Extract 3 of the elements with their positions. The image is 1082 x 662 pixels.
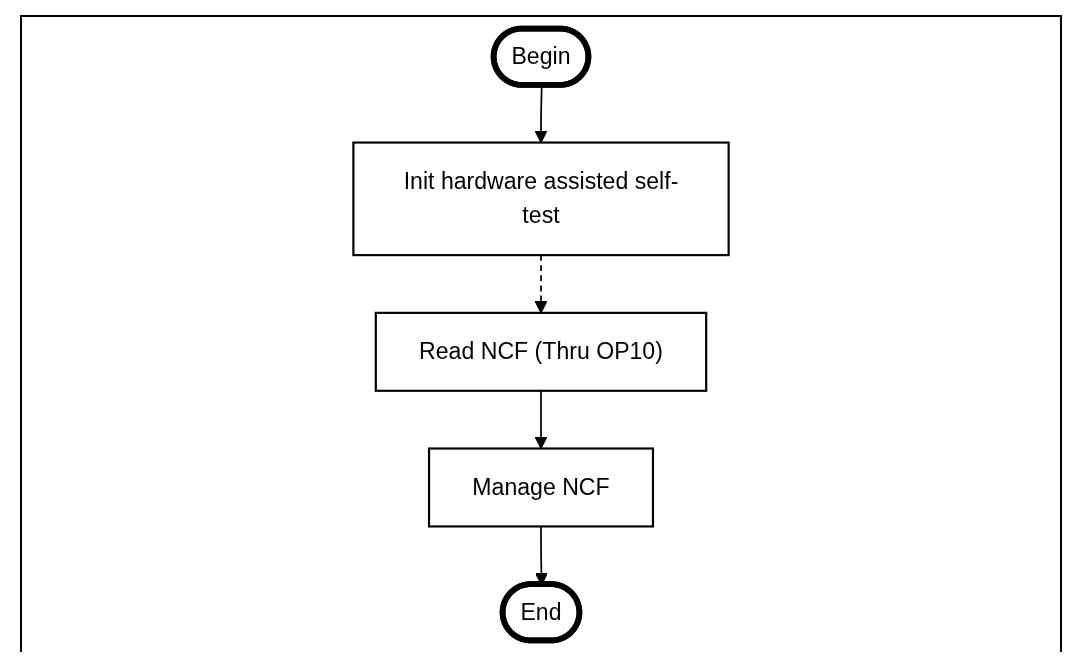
node-box: Read NCF (Thru OP10) — [374, 311, 708, 392]
node-box: Manage NCF — [427, 447, 655, 528]
node-box: Init hardware assisted self-test — [352, 141, 730, 257]
